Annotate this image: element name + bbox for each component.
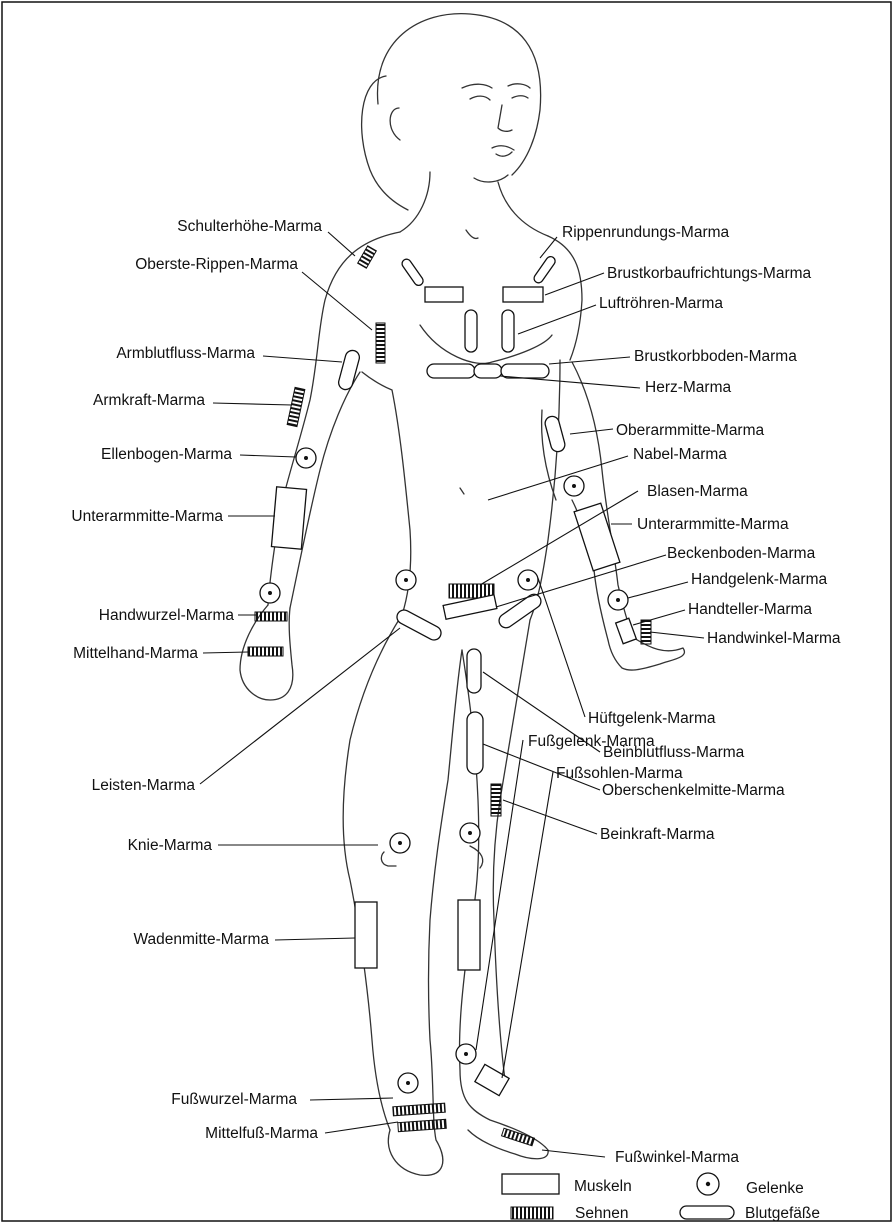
- tendon-marker: [491, 784, 501, 816]
- muscle-marker: [616, 618, 637, 643]
- joint-marker: [460, 823, 480, 843]
- label-wadenmitte: Wadenmitte-Marma: [133, 931, 269, 948]
- label-nabel: Nabel-Marma: [633, 446, 727, 463]
- vessel-marker: [467, 649, 481, 693]
- legend-vessel-symbol: [680, 1206, 734, 1219]
- vessel-marker: [496, 592, 543, 631]
- label-luftroehren: Luftröhren-Marma: [599, 295, 723, 312]
- tendon-marker: [376, 323, 385, 363]
- tendon-marker: [358, 246, 377, 268]
- label-handgelenk: Handgelenk-Marma: [691, 571, 827, 588]
- muscle-marker: [503, 287, 543, 302]
- legend-muscles-label: Muskeln: [574, 1178, 632, 1195]
- label-fusswurzel: Fußwurzel-Marma: [171, 1091, 297, 1108]
- label-unterarmmitte-left: Unterarmmitte-Marma: [71, 508, 223, 525]
- vessel-marker: [474, 364, 502, 378]
- joint-marker: [396, 570, 416, 590]
- labels-left: Schulterhöhe-Marma Oberste-Rippen-Marma …: [71, 218, 322, 1142]
- label-handteller: Handteller-Marma: [688, 601, 812, 618]
- label-beinkraft: Beinkraft-Marma: [600, 826, 715, 843]
- joint-marker: [608, 590, 628, 610]
- label-fusswinkel: Fußwinkel-Marma: [615, 1149, 739, 1166]
- label-mittelfuss: Mittelfuß-Marma: [205, 1125, 318, 1142]
- muscle-marker: [425, 287, 463, 302]
- label-armblutfluss: Armblutfluss-Marma: [116, 345, 255, 362]
- joint-marker: [296, 448, 316, 468]
- legend-tendons-label: Sehnen: [575, 1205, 628, 1222]
- label-mittelhand: Mittelhand-Marma: [73, 645, 198, 662]
- tendon-marker: [398, 1119, 447, 1131]
- joint-marker: [398, 1073, 418, 1093]
- tendon-marker: [248, 647, 283, 656]
- joint-marker: [260, 583, 280, 603]
- label-blasen: Blasen-Marma: [647, 483, 748, 500]
- vessel-marker: [337, 349, 361, 391]
- legend-joint-symbol: [697, 1173, 719, 1195]
- label-rippenrundungs: Rippenrundungs-Marma: [562, 224, 730, 241]
- label-armkraft: Armkraft-Marma: [93, 392, 205, 409]
- marker-symbols: [248, 246, 651, 1146]
- label-oberste-rippen: Oberste-Rippen-Marma: [135, 256, 298, 273]
- vessel-marker: [532, 255, 557, 285]
- label-knie: Knie-Marma: [128, 837, 213, 854]
- label-beckenboden: Beckenboden-Marma: [667, 545, 816, 562]
- label-brustkorbaufrichtungs: Brustkorbaufrichtungs-Marma: [607, 265, 812, 282]
- legend-joints-label: Gelenke: [746, 1180, 804, 1197]
- joint-marker: [564, 476, 584, 496]
- joint-marker: [456, 1044, 476, 1064]
- labels-right: Rippenrundungs-Marma Brustkorbaufrichtun…: [528, 224, 841, 1166]
- label-handwinkel: Handwinkel-Marma: [707, 630, 841, 647]
- vessel-marker: [395, 608, 444, 643]
- label-oberarmmitte: Oberarmmitte-Marma: [616, 422, 765, 439]
- joint-marker: [390, 833, 410, 853]
- label-ellenbogen: Ellenbogen-Marma: [101, 446, 232, 463]
- vessel-marker: [465, 310, 477, 352]
- muscle-marker: [458, 900, 480, 970]
- vessel-marker: [544, 415, 567, 453]
- label-brustkorbboden: Brustkorbboden-Marma: [634, 348, 797, 365]
- tendon-marker: [641, 620, 651, 644]
- legend: Muskeln Gelenke Sehnen Blutgefäße: [502, 1173, 820, 1222]
- muscle-marker: [574, 503, 620, 571]
- label-handwurzel: Handwurzel-Marma: [99, 607, 235, 624]
- legend-muscle-symbol: [502, 1174, 559, 1194]
- vessel-marker: [467, 712, 483, 774]
- legend-tendon-symbol: [511, 1207, 553, 1219]
- label-fusssohlen: Fußsohlen-Marma: [556, 765, 683, 782]
- tendon-marker: [255, 612, 287, 621]
- label-hueftgelenk: Hüftgelenk-Marma: [588, 710, 716, 727]
- muscle-marker: [271, 487, 306, 549]
- joint-marker: [518, 570, 538, 590]
- vessel-marker: [502, 310, 514, 352]
- label-unterarmmitte-right: Unterarmmitte-Marma: [637, 516, 789, 533]
- label-schulterhoehe: Schulterhöhe-Marma: [177, 218, 322, 235]
- muscle-marker: [355, 902, 377, 968]
- vessel-marker: [501, 364, 549, 378]
- tendon-marker: [287, 387, 305, 426]
- vessel-marker: [427, 364, 475, 378]
- label-leisten: Leisten-Marma: [92, 777, 196, 794]
- label-oberschenkelmitte: Oberschenkelmitte-Marma: [602, 782, 785, 799]
- vessel-marker: [400, 257, 425, 287]
- label-herz: Herz-Marma: [645, 379, 731, 396]
- label-fussgelenk: Fußgelenk-Marma: [528, 733, 655, 750]
- tendon-marker: [393, 1103, 446, 1116]
- legend-vessels-label: Blutgefäße: [745, 1205, 820, 1222]
